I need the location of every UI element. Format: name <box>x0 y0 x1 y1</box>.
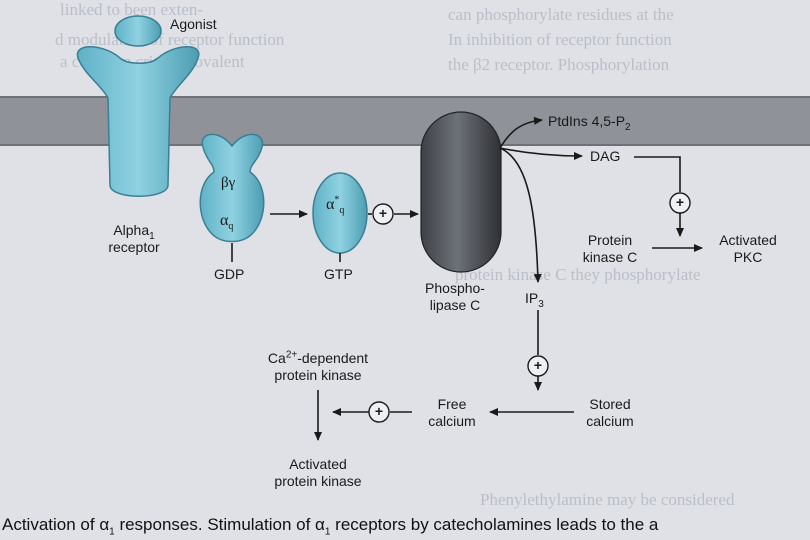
dag-label: DAG <box>590 148 621 164</box>
bleed-through-line: In inhibition of receptor function <box>448 30 672 49</box>
agonist-molecule <box>114 15 162 47</box>
gdp-label: GDP <box>214 266 245 282</box>
bleed-through-line: Phenylethylamine may be considered <box>480 490 735 509</box>
plus-sign: + <box>533 357 543 373</box>
gtp-label: GTP <box>324 266 353 282</box>
activated-protein-kinase-label: Activated protein kinase <box>274 456 362 489</box>
figure-caption: Activation of α1 responses. Stimulation … <box>2 515 659 538</box>
stored-calcium-label: Stored calcium <box>586 396 634 429</box>
plus-sign: + <box>374 403 384 419</box>
bleed-through-line: protein kinase C they phosphorylate <box>455 265 701 284</box>
plus-sign: + <box>378 205 388 221</box>
bleed-through-line: linked to been exten- <box>60 0 204 19</box>
plus-circle-plc <box>372 203 394 225</box>
bleed-through-line: the β2 receptor. Phosphorylation <box>448 55 670 74</box>
protein-kinase-c-label: Protein kinase C <box>582 232 638 265</box>
bleed-through-line: can phosphorylate residues at the <box>448 5 674 24</box>
alpha1-receptor-shape <box>76 46 200 197</box>
activated-alpha-q-label: α*q <box>326 194 345 217</box>
ca-dependent-kinase-label: Ca2+-dependent protein kinase <box>267 349 369 383</box>
phospholipase-c-shape <box>420 111 502 273</box>
g-protein-shape <box>199 133 265 243</box>
bleed-through-line: d modulation of receptor function <box>55 30 285 49</box>
beta-gamma-label: βγ <box>221 175 236 191</box>
plus-sign: + <box>675 194 685 210</box>
alpha-q-label: αq <box>220 212 234 233</box>
activated-pkc-label: Activated PKC <box>719 232 777 265</box>
alpha1-receptor-label: Alpha1 receptor <box>108 222 160 255</box>
phospholipase-c-label: Phospho- lipase C <box>425 280 485 313</box>
ip3-label: IP3 <box>525 290 544 310</box>
ptdins-label: PtdIns 4,5-P2 <box>548 113 631 133</box>
agonist-label: Agonist <box>170 16 217 32</box>
free-calcium-label: Free calcium <box>428 396 476 429</box>
